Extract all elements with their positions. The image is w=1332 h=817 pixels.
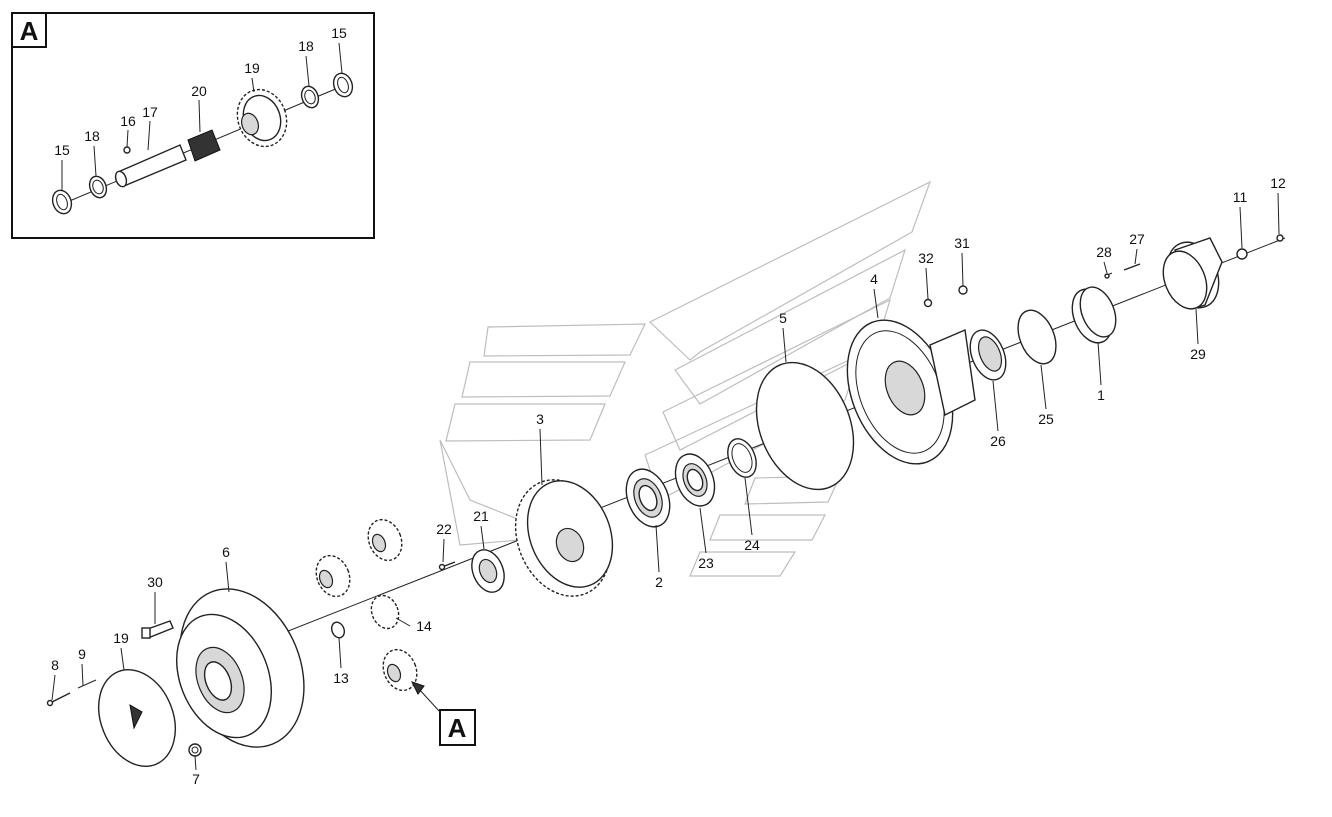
part-label-26: 26 — [990, 433, 1006, 449]
part-label-30: 30 — [147, 574, 163, 590]
part-label-A-20: 20 — [191, 83, 207, 99]
part-label-A-18a: 18 — [84, 128, 100, 144]
part-label-32: 32 — [918, 250, 934, 266]
part-label-28: 28 — [1096, 244, 1112, 260]
part-label-7: 7 — [192, 771, 200, 787]
part-label-29: 29 — [1190, 346, 1206, 362]
part-label-25: 25 — [1038, 411, 1054, 427]
detail-view-a: A — [11, 12, 375, 239]
part-label-24: 24 — [744, 537, 760, 553]
part-label-A-15b: 15 — [331, 25, 347, 41]
planet-gears — [315, 518, 418, 692]
leader-lines — [51, 192, 1280, 771]
detail-labels: 15 18 16 17 20 19 18 15 — [54, 25, 347, 158]
part-label-9: 9 — [78, 646, 86, 662]
part-label-A-19: 19 — [244, 60, 260, 76]
part-label-A-15a: 15 — [54, 142, 70, 158]
part-label-1: 1 — [1097, 387, 1105, 403]
part-label-19: 19 — [113, 630, 129, 646]
detail-tag: A — [20, 16, 39, 46]
main-tag-box — [439, 709, 476, 746]
part-label-5: 5 — [779, 310, 787, 326]
detail-tag-box — [11, 12, 47, 48]
main-assembly: A — [46, 234, 1286, 767]
main-labels: 1234567891112131419212223242526272829303… — [51, 175, 1286, 787]
part-label-2: 2 — [655, 574, 663, 590]
part-label-11: 11 — [1233, 189, 1248, 205]
part-label-13: 13 — [333, 670, 349, 686]
part-label-A-17: 17 — [142, 104, 158, 120]
part-label-8: 8 — [51, 657, 59, 673]
main-tag: A — [448, 713, 467, 743]
part-label-6: 6 — [222, 544, 230, 560]
part-label-A-18b: 18 — [298, 38, 314, 54]
part-label-3: 3 — [536, 411, 544, 427]
part-label-14: 14 — [416, 618, 432, 634]
part-label-27: 27 — [1129, 231, 1145, 247]
part-label-4: 4 — [870, 271, 878, 287]
part-label-22: 22 — [436, 521, 452, 537]
part-label-12: 12 — [1270, 175, 1286, 191]
part-label-31: 31 — [954, 235, 970, 251]
part-label-23: 23 — [698, 555, 714, 571]
part-label-A-16: 16 — [120, 113, 136, 129]
part-label-21: 21 — [473, 508, 489, 524]
